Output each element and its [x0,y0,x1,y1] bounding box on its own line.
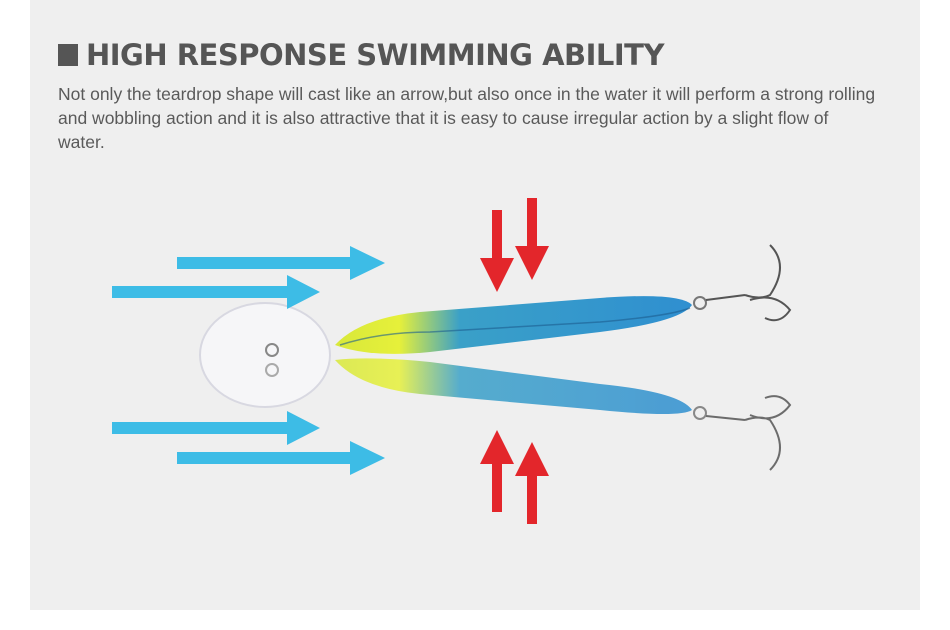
blue-arrow-right-icon [112,275,320,309]
lure-reflection [335,358,792,471]
square-bullet-icon [58,44,78,66]
red-arrow-down-icon [480,210,514,292]
red-arrow-down-icon [515,198,549,280]
red-arrow-up-icon [480,430,514,512]
section-heading: HIGH RESPONSE SWIMMING ABILITY [58,38,664,72]
red-arrow-up-icon [515,442,549,524]
lure-lip [199,302,331,408]
blue-arrow-right-icon [112,411,320,445]
heading-text: HIGH RESPONSE SWIMMING ABILITY [86,38,664,72]
blue-arrow-right-icon [177,441,385,475]
content-panel [30,0,920,610]
description-text: Not only the teardrop shape will cast li… [58,84,876,152]
blue-arrow-right-icon [177,246,385,280]
lure-body [335,244,792,354]
